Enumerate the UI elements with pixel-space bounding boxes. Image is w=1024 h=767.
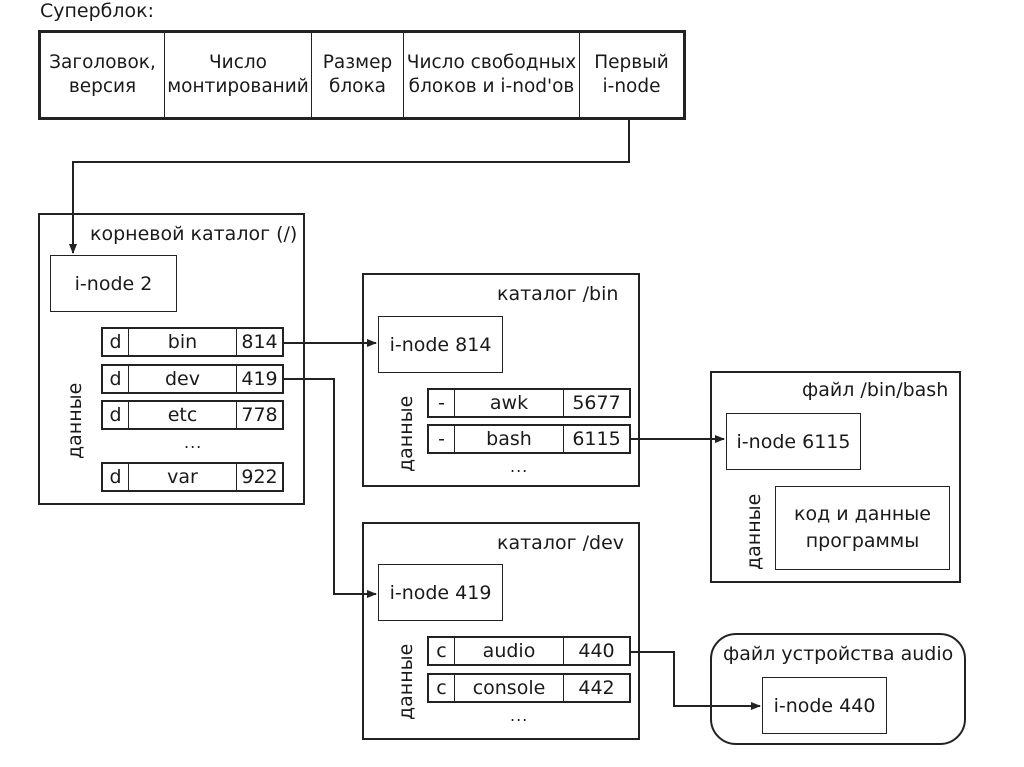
superblock-field-header: Заголовок, версия [41,33,165,117]
superblock-table: Заголовок, версия Число монтирований Разме… [38,30,686,120]
entry-inode: 922 [241,466,278,488]
entry-inode: 442 [578,677,615,699]
dev-entry-audio: c audio 440 [427,636,631,666]
audio-file-title: файл устройства audio [723,643,954,665]
field-line: i-node [602,76,661,97]
entry-name: awk [455,390,564,416]
dev-directory-title: каталог /dev [497,532,625,554]
bin-inode-box: i-node 814 [378,316,503,373]
root-inode-box: i-node 2 [50,255,177,312]
audio-inode-box: i-node 440 [762,677,887,734]
root-entry-var: d var 922 [101,462,284,492]
entry-inode: 6115 [572,428,621,450]
superblock-field-free-counts: Число свободных блоков и i-nod'ов [404,33,580,117]
entry-type: d [103,366,129,392]
root-entry-dev: d dev 419 [101,364,284,394]
field-line: монтирований [167,76,309,97]
entry-name: bin [129,329,237,355]
superblock-field-mount-count: Число монтирований [165,33,312,117]
entry-type: c [429,638,455,664]
root-entry-etc: d etc 778 [101,400,284,430]
field-line: Число свободных [406,51,577,73]
bash-file-title: файл /bin/bash [802,379,949,401]
entry-inode: 419 [241,368,278,390]
entry-type: d [103,329,129,355]
entry-type: d [103,464,129,490]
superblock-field-first-inode: Первый i-node [580,33,683,117]
dev-inode-box: i-node 419 [378,564,503,621]
bin-entry-bash: - bash 6115 [427,424,631,454]
entry-name: var [129,464,237,490]
field-line: версия [68,76,137,97]
bash-data-label: данные [743,493,765,570]
dev-entries-ellipsis: ... [510,706,529,725]
bash-content-box: код и данные программы [775,486,950,570]
entry-inode: 814 [241,331,278,353]
entry-inode: 778 [241,404,278,426]
entry-inode: 440 [578,640,615,662]
root-entry-bin: d bin 814 [101,327,284,357]
root-data-label: данные [64,382,86,459]
field-line: Число [208,51,268,73]
entry-name: dev [129,366,237,392]
content-line: программы [805,530,920,552]
entry-type: - [429,390,455,416]
entry-type: d [103,402,129,428]
field-line: Заголовок, [49,51,156,73]
dev-data-label: данные [395,643,417,720]
dev-entry-console: c console 442 [427,673,631,703]
superblock-label: Суперблок: [40,0,155,22]
field-line: Размер [322,51,393,73]
entry-inode: 5677 [572,392,621,414]
entry-name: audio [455,638,564,664]
dev-directory-block [362,522,640,740]
bin-data-label: данные [395,395,417,472]
field-line: блоков и i-nod'ов [408,76,575,97]
field-line: блока [328,76,387,97]
entry-type: c [429,675,455,701]
bash-inode-box: i-node 6115 [726,413,861,470]
bin-directory-title: каталог /bin [497,283,619,305]
entry-name: etc [129,402,237,428]
field-line: Первый [594,51,669,73]
entry-type: - [429,426,455,452]
bin-entries-ellipsis: ... [510,457,529,476]
root-directory-title: корневой каталог (/) [90,223,298,245]
root-entries-ellipsis: ... [184,433,203,452]
superblock-field-block-size: Размер блока [312,33,404,117]
content-line: код и данные [794,503,931,526]
entry-name: bash [455,426,564,452]
entry-name: console [455,675,564,701]
bin-entry-awk: - awk 5677 [427,388,631,418]
